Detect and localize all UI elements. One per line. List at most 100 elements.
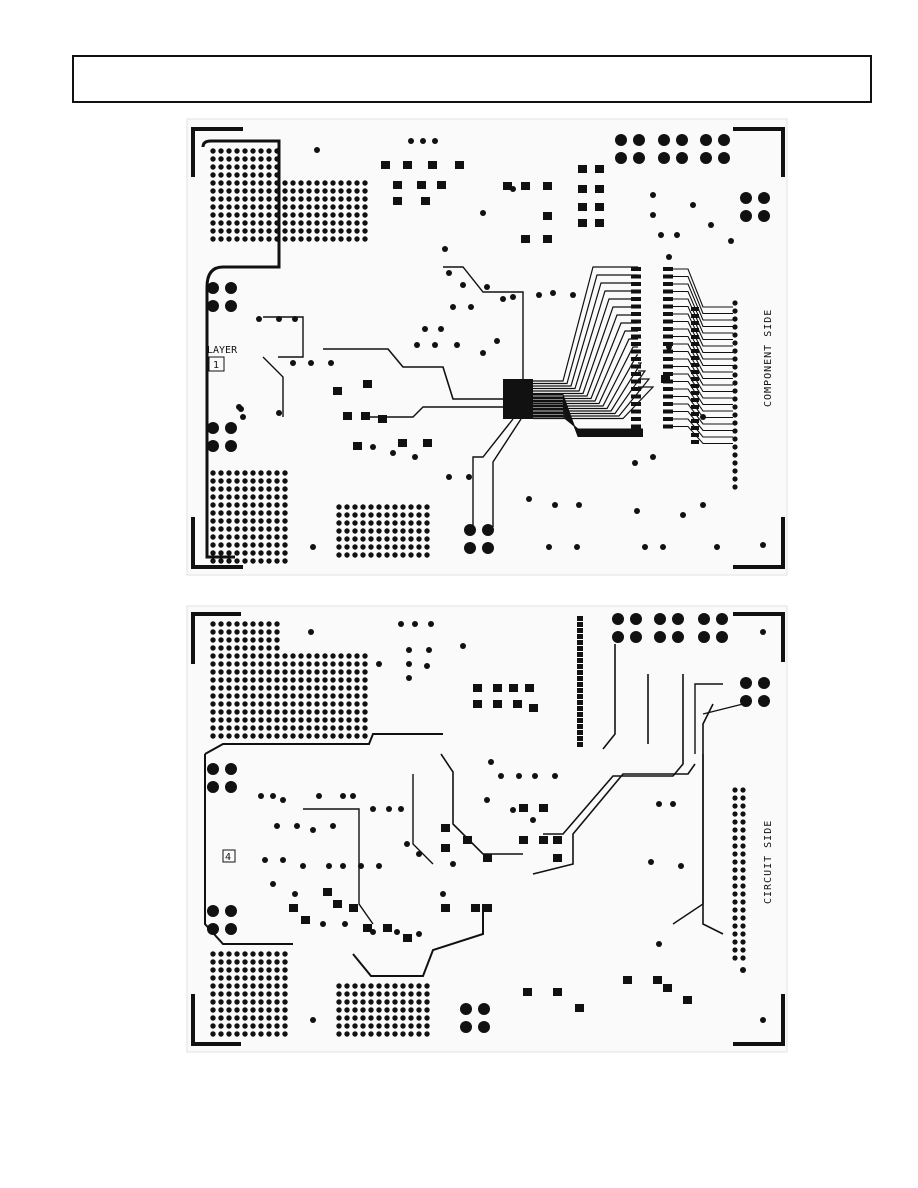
pad [740,835,746,841]
smd-pad [441,844,450,852]
ic-pad [631,402,641,406]
pad [732,923,738,929]
pad [700,152,712,164]
pad [360,512,366,518]
pad [740,787,746,793]
pad [352,1023,358,1029]
pad [250,637,256,643]
smd-pad [595,219,604,227]
pad [362,669,368,675]
pad [306,717,312,723]
pad [210,733,216,739]
pad [274,164,280,170]
ic-central [503,379,533,419]
signal-trace [263,316,304,358]
pad [298,180,304,186]
via [280,857,286,863]
pad [400,504,406,510]
pad [207,282,219,294]
pad [210,669,216,675]
pad [218,196,224,202]
via [678,863,684,869]
pad [314,212,320,218]
pad [362,236,368,242]
pad [732,875,738,881]
pad [478,1003,490,1015]
smd-pad [323,888,332,896]
pad [242,733,248,739]
signal-trace [363,406,503,418]
pad [207,923,219,935]
pad [672,631,684,643]
pad [250,228,256,234]
pad [210,510,216,516]
pad [218,1023,224,1029]
pad [282,1031,288,1037]
smd-pad [381,161,390,169]
pad [242,693,248,699]
pad [218,645,224,651]
pad [408,1023,414,1029]
pad [346,228,352,234]
pad [336,991,342,997]
pad [266,693,272,699]
pad [633,134,645,146]
via [404,841,410,847]
smd-pad [543,212,552,220]
pad [290,717,296,723]
pad [226,701,232,707]
pad [226,172,232,178]
pad [376,1015,382,1021]
pad [258,967,264,973]
signal-trace [443,266,524,379]
smd-pad [577,736,583,741]
pad [210,204,216,210]
via [656,941,662,947]
pad [225,300,237,312]
pad [740,899,746,905]
pad [408,536,414,542]
pad [344,1023,350,1029]
smd-pad [417,181,426,189]
corner-mark-br [733,517,785,569]
pad [416,1007,422,1013]
pad [344,1015,350,1021]
pad [298,196,304,202]
ic-pad [663,267,673,271]
via [674,232,680,238]
smd-pad [363,924,372,932]
resistor-pad [691,328,699,332]
via [406,661,412,667]
pad [298,685,304,691]
pad [210,518,216,524]
via [450,861,456,867]
pad [482,524,494,536]
pad [266,1031,272,1037]
pad [314,228,320,234]
pad [314,733,320,739]
via [494,338,500,344]
ic-pad [631,394,641,399]
pad [234,685,240,691]
pad [344,512,350,518]
pad [258,1023,264,1029]
pad [392,1015,398,1021]
via [310,1017,316,1023]
smd-pad [473,700,482,708]
pad [362,685,368,691]
pad [330,701,336,707]
pad [732,412,738,418]
pad [298,669,304,675]
pad [266,526,272,532]
smd-pad [661,375,670,383]
pad [392,520,398,526]
via [552,502,558,508]
pad [718,152,730,164]
smd-pad [529,704,538,712]
smd-pad [577,670,583,675]
smd-pad [509,684,518,692]
pad [290,204,296,210]
via [532,773,538,779]
pad [330,653,336,659]
pad [408,520,414,526]
